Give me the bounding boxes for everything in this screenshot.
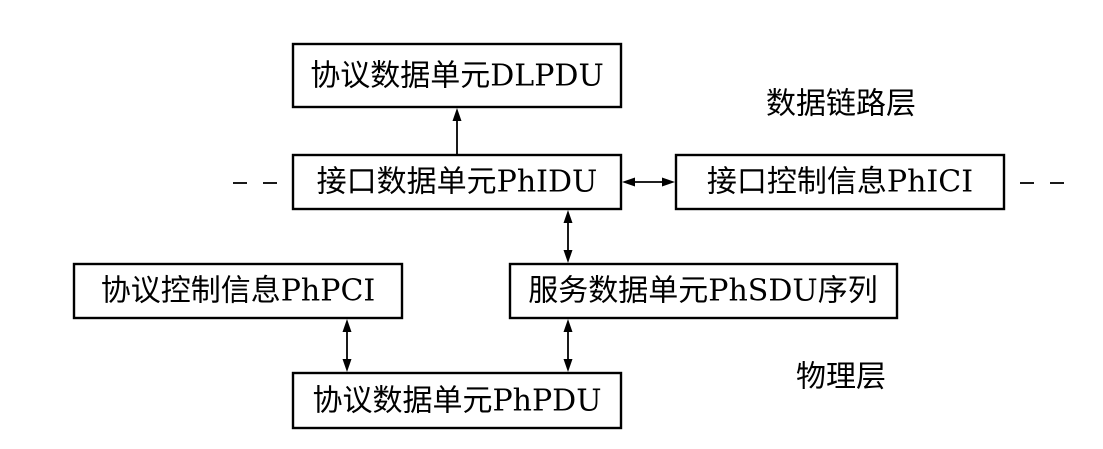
box-phici: 接口控制信息PhICI (674, 153, 1006, 211)
arrow-phidu-phici (622, 177, 675, 187)
arrow-phidu-to-dlpdu (452, 108, 462, 155)
arrow-phidu-phsdu (563, 210, 573, 263)
layer-label-data-link: 数据链路层 (766, 87, 916, 122)
box-dlpdu-label: 协议数据单元DLPDU (310, 59, 604, 94)
box-phsdu: 服务数据单元PhSDU序列 (508, 262, 899, 320)
box-phidu: 接口数据单元PhIDU (291, 153, 623, 211)
box-phpci: 协议控制信息PhPCI (72, 262, 404, 320)
box-phidu-label: 接口数据单元PhIDU (317, 165, 598, 200)
arrow-phsdu-phpdu (563, 319, 573, 372)
box-phpci-label: 协议控制信息PhPCI (101, 274, 376, 309)
box-phici-label: 接口控制信息PhICI (707, 165, 973, 200)
box-phsdu-label: 服务数据单元PhSDU序列 (528, 274, 877, 309)
box-phpdu: 协议数据单元PhPDU (291, 371, 623, 430)
box-phpdu-label: 协议数据单元PhPDU (312, 384, 601, 419)
layer-label-physical: 物理层 (796, 360, 886, 395)
box-dlpdu: 协议数据单元DLPDU (291, 42, 623, 109)
arrow-phpci-phpdu (342, 319, 352, 372)
